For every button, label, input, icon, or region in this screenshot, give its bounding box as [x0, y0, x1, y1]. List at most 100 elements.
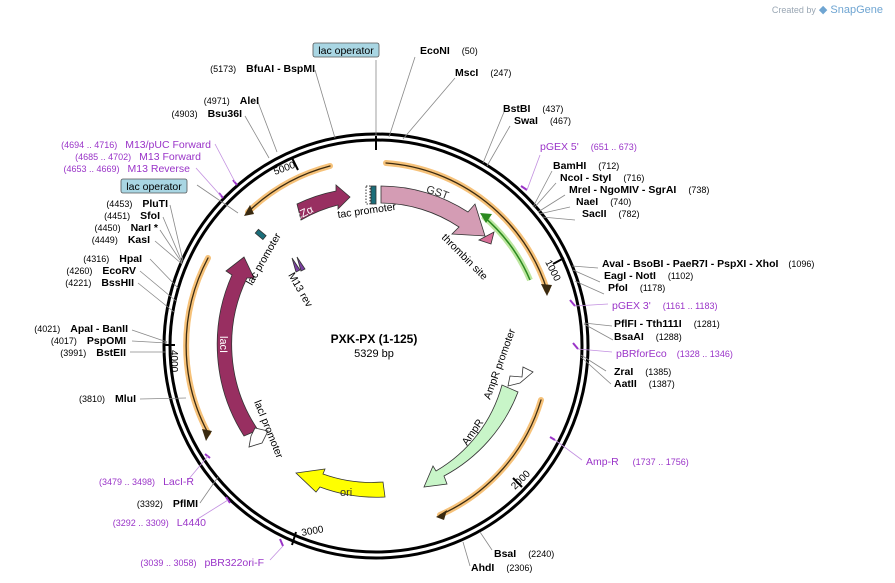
svg-text:AvaI - BsoBI - PaeR7I - PspXI: AvaI - BsoBI - PaeR7I - PspXI - XhoI (109…	[602, 258, 814, 270]
svg-text:AatII(1387): AatII (1387)	[614, 378, 675, 390]
lac-operator-box-left	[120, 178, 188, 194]
svg-text:(3479 .. 3498)LacI-R: (3479 .. 3498)LacI-R	[99, 476, 194, 488]
site-bsshii: BssHII	[101, 277, 134, 289]
lac-operator-label-left: lac operator	[126, 181, 182, 193]
svg-text:(4021)ApaI - BanII: (4021)ApaI - BanII	[34, 323, 128, 335]
enzyme-labels-left: (3392)PflMI (3810)MluI (3991)BstEII (401…	[34, 63, 315, 510]
orf-arcs	[183, 160, 552, 520]
primer-m13rev-range: (4653 .. 4669)	[64, 164, 120, 174]
tick-label-4000: 4000	[168, 350, 179, 373]
site-ecorv-pos: (4260)	[66, 266, 92, 276]
m13-rev-mark	[291, 256, 306, 273]
site-sacii: SacII	[582, 208, 607, 220]
svg-text:pGEX 5'(651 .. 673): pGEX 5'(651 .. 673)	[540, 141, 637, 153]
site-kasi-pos: (4449)	[92, 235, 118, 245]
primer-ampr-range: (1737 .. 1756)	[633, 457, 689, 467]
primer-m13puc-range: (4694 .. 4716)	[61, 140, 117, 150]
ampr-promoter-arrow	[507, 366, 534, 387]
site-ársshii-pos: (4221)	[65, 278, 91, 288]
primer-pbrforeco-range: (1328 .. 1346)	[677, 349, 733, 359]
svg-text:MreI - NgoMIV - SgrAI(738): MreI - NgoMIV - SgrAI(738)	[569, 184, 709, 196]
snapgene-logo-icon: ◆	[818, 4, 828, 16]
primer-labels-left: (3039 .. 3058) pBR322ori-F (3292 .. 3309)…	[61, 139, 264, 569]
site-pspomi: PspOMI	[87, 335, 126, 347]
svg-text:pGEX 3'(1161 .. 1183): pGEX 3'(1161 .. 1183)	[612, 300, 717, 312]
laci-label: lacI	[217, 336, 229, 353]
svg-text:(4903)Bsu36I: (4903) Bsu36I	[172, 108, 243, 120]
site-hpai-pos: (4316)	[83, 254, 109, 264]
svg-text:(4450)NarI *: (4450)NarI *	[95, 222, 159, 234]
svg-text:BstBI(437): BstBI(437)	[503, 103, 563, 115]
site-pflfi-pos: (1281)	[694, 319, 720, 329]
site-avai-pos: (1096)	[788, 259, 814, 269]
m13-rev-label: M13 rev	[285, 271, 315, 310]
site-bsai: BsaI	[494, 548, 516, 560]
watermark-brand: SnapGene	[830, 3, 883, 16]
site-pflmi-pos: (3392)	[137, 499, 163, 509]
site-aatii: AatII	[614, 378, 637, 390]
laci-arrow	[216, 256, 259, 437]
svg-text:(4260)EcoRV: (4260)EcoRV	[66, 265, 136, 277]
svg-text:SacII(782): SacII(782)	[582, 208, 640, 220]
site-pflmi: PflMI	[173, 498, 198, 510]
svg-text:(4694 .. 4716)M13/pUC Forward: (4694 .. 4716)M13/pUC Forward	[61, 139, 211, 151]
tick-marks	[164, 136, 565, 546]
site-bsteii-pos: (3991)	[60, 348, 86, 358]
site-mlui: MluI	[115, 393, 136, 405]
tick-label-2000: 2000	[509, 468, 533, 492]
primer-pgex3: pGEX 3'	[612, 300, 651, 312]
primer-pbr322ori-range: (3039 .. 3058)	[140, 558, 196, 568]
svg-text:ZraI(1385): ZraI(1385)	[614, 366, 671, 378]
primer-pbrforeco: pBRforEco	[616, 348, 667, 360]
site-mlui-pos: (3810)	[79, 394, 105, 404]
site-ahdi-pos: (2306)	[506, 563, 532, 573]
svg-text:NaeI(740): NaeI (740)	[576, 196, 631, 208]
site-hpai: HpaI	[119, 253, 142, 265]
svg-text:(4316)HpaI: (4316) HpaI	[83, 253, 142, 265]
svg-text:(3039 .. 3058)pBR322ori-F: (3039 .. 3058) pBR322ori-F	[140, 557, 264, 569]
site-aatii-pos: (1387)	[649, 379, 675, 389]
site-bsteii: BstEII	[96, 347, 126, 359]
snapgene-watermark: Created by ◆ SnapGene	[772, 3, 883, 17]
svg-text:SwaI(467): SwaI(467)	[514, 115, 571, 127]
site-bfuai: BfuAI - BspMI	[246, 63, 315, 75]
site-ncoi: NcoI - StyI	[560, 172, 611, 184]
primer-ampr: Amp-R	[586, 456, 619, 468]
site-ahdi: AhdI	[471, 562, 494, 574]
site-eagi: EagI - NotI	[604, 270, 656, 282]
site-bstbi: BstBI	[503, 103, 531, 115]
site-zrai-pos: (1385)	[645, 367, 671, 377]
site-avai: AvaI - BsoBI - PaeR7I - PspXI - XhoI	[602, 258, 778, 270]
thrombin-arc	[480, 213, 533, 282]
svg-text:pBRforEco(1328 .. 1346): pBRforEco (1328 .. 1346)	[616, 348, 733, 360]
site-bsu36i-pos: (4903)	[172, 109, 198, 119]
plasmid-name: PXK-PX (1-125)	[331, 332, 418, 346]
svg-text:(4653 .. 4669)M13 Reverse: (4653 .. 4669)M13 Reverse	[64, 163, 191, 175]
site-naei: NaeI	[576, 196, 598, 208]
site-msci-pos: (247)	[490, 68, 511, 78]
svg-text:PflFI - Tth111I(1281): PflFI - Tth111I(1281)	[614, 318, 720, 330]
site-bsu36i: Bsu36I	[208, 108, 243, 120]
ori-arrow	[295, 468, 386, 498]
primer-pbr322ori: pBR322ori-F	[204, 557, 264, 569]
primer-pgex5: pGEX 5'	[540, 141, 579, 153]
site-pfoi-pos: (1178)	[640, 283, 665, 293]
site-nari-pos: (4450)	[95, 223, 121, 233]
svg-text:(4453)PluTI: (4453)PluTI	[106, 198, 168, 210]
primer-labels: pGEX 5'(651 .. 673) pGEX 3'(1161 .. 1183…	[540, 141, 733, 468]
thrombin-site-mark	[477, 231, 495, 245]
svg-text:BamHI(712): BamHI(712)	[553, 160, 619, 172]
site-sfoi-pos: (4451)	[104, 211, 130, 221]
site-bamhi: BamHI	[553, 160, 586, 172]
site-bsai-pos: (2240)	[528, 549, 554, 559]
lac-operator-mark-left	[254, 228, 267, 241]
tick-1000	[552, 257, 565, 265]
ampr-arrow	[423, 384, 519, 488]
primer-l4440-range: (3292 .. 3309)	[113, 518, 169, 528]
enzyme-labels: EcoNI(50) MscI(247) BstBI(437) SwaI(467)…	[420, 45, 814, 574]
site-naei-pos: (740)	[610, 197, 631, 207]
svg-text:(3991)BstEII: (3991) BstEII	[60, 347, 126, 359]
svg-text:EcoNI(50): EcoNI(50)	[420, 45, 478, 57]
site-bsaai-pos: (1288)	[656, 332, 682, 342]
